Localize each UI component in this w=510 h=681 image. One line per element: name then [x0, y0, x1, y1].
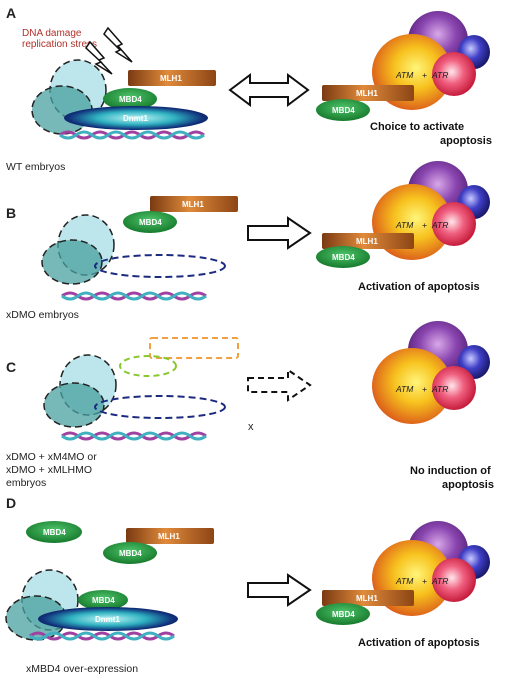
right-mbd4-protein — [316, 99, 370, 121]
panel-b-letter: B — [6, 205, 16, 221]
result-c-line1: No induction of — [410, 465, 491, 477]
dnmt1-protein — [64, 106, 208, 130]
dnmt1-label: Dnmt1 — [123, 114, 148, 123]
dashed-complex-icon — [41, 214, 115, 285]
mbd4-protein — [103, 542, 157, 564]
stress-label-line2: replication stress — [22, 39, 97, 50]
dashed-complex-icon — [5, 569, 79, 641]
stress-arrow-icon — [85, 26, 133, 75]
dna-helix — [58, 130, 206, 140]
caption-wt: WT embryos — [6, 161, 65, 173]
right-arrow-icon — [247, 217, 311, 249]
right-mbd4-label: MBD4 — [332, 106, 355, 115]
atm-atr-complex — [372, 11, 490, 110]
atm-label: ATM — [395, 384, 414, 394]
dnmt1-label: Dnmt1 — [95, 615, 120, 624]
dashed-complex-icon — [43, 354, 117, 428]
right-mlh1-label: MLH1 — [356, 594, 378, 603]
caption-c-line2: xDMO + xMLHMO — [6, 464, 92, 476]
atr-label: ATR — [431, 576, 448, 586]
plus-label: + — [422, 576, 427, 586]
panel-d-letter: D — [6, 495, 16, 511]
dnmt1-absent-outline — [94, 395, 226, 419]
atm-label: ATM — [395, 220, 414, 230]
right-mlh1-label: MLH1 — [356, 89, 378, 98]
result-a-line1: Choice to activate — [370, 121, 464, 133]
right-mlh1-protein — [322, 590, 414, 606]
right-arrow-icon — [247, 574, 311, 606]
plus-label: + — [422, 220, 427, 230]
dnmt1-absent-outline — [94, 254, 226, 278]
right-mbd4-protein — [316, 246, 370, 268]
dna-helix — [60, 291, 208, 301]
plus-label: + — [422, 384, 427, 394]
mlh1-protein — [128, 70, 216, 86]
panel-d: D MBD4 MLH1 MBD4 MBD4 Dnmt1 xMBD4 over-e… — [5, 495, 490, 675]
atr-label: ATR — [431, 384, 448, 394]
blocked-x-mark: x — [248, 421, 254, 433]
right-mlh1-label: MLH1 — [356, 237, 378, 246]
right-mbd4-protein — [316, 603, 370, 625]
mlh1-protein — [150, 196, 238, 212]
panel-c-letter: C — [6, 359, 16, 375]
dashed-arrow-icon — [247, 368, 312, 402]
mlh1-label: MLH1 — [160, 74, 182, 83]
result-b-line1: Activation of apoptosis — [358, 281, 480, 293]
atm-label: ATM — [395, 576, 414, 586]
mbd4-label: MBD4 — [139, 218, 162, 227]
atr-label: ATR — [431, 220, 448, 230]
mbd4-protein — [103, 88, 157, 110]
panel-a-letter: A — [6, 5, 16, 21]
caption-xmbd4: xMBD4 over-expression — [26, 663, 138, 675]
dna-helix — [60, 431, 208, 441]
right-mbd4-label: MBD4 — [332, 253, 355, 262]
double-arrow-icon — [228, 73, 310, 107]
atm-label: ATM — [395, 70, 414, 80]
atr-label: ATR — [431, 70, 448, 80]
right-mlh1-protein — [322, 85, 414, 101]
right-mbd4-label: MBD4 — [332, 610, 355, 619]
mlh1-label: MLH1 — [158, 532, 180, 541]
free-mbd4-protein — [26, 521, 82, 543]
caption-xdmo: xDMO embryos — [6, 309, 79, 321]
mlh1-protein — [126, 528, 214, 544]
free-mbd4-label: MBD4 — [43, 528, 66, 537]
stress-label-line1: DNA damage — [22, 28, 82, 39]
panel-b: B MLH1 MBD4 xDMO embryos ATM + ATR MLH1 … — [6, 161, 490, 321]
panel-c: C xDMO + xM4MO or xDMO + xMLHMO embryos … — [6, 321, 494, 491]
mbd4-absent-outline — [119, 355, 177, 377]
result-a-line2: apoptosis — [440, 135, 492, 147]
plus-label: + — [422, 70, 427, 80]
bound-mbd4-protein — [78, 590, 128, 610]
mlh1-label: MLH1 — [182, 200, 204, 209]
result-d-line1: Activation of apoptosis — [358, 637, 480, 649]
caption-c-line3: embryos — [6, 477, 46, 489]
panel-a: A DNA damage replication stress MLH1 MBD… — [6, 5, 492, 173]
mbd4-label: MBD4 — [119, 549, 142, 558]
caption-c-line1: xDMO + xM4MO or — [6, 451, 97, 463]
right-mlh1-protein — [322, 233, 414, 249]
atm-atr-complex — [372, 321, 490, 424]
bound-mbd4-label: MBD4 — [92, 596, 115, 605]
mbd4-protein — [123, 211, 177, 233]
mbd4-label: MBD4 — [119, 95, 142, 104]
result-c-line2: apoptosis — [442, 479, 494, 491]
mlh1-absent-outline — [149, 337, 239, 359]
dnmt1-protein — [38, 607, 178, 631]
